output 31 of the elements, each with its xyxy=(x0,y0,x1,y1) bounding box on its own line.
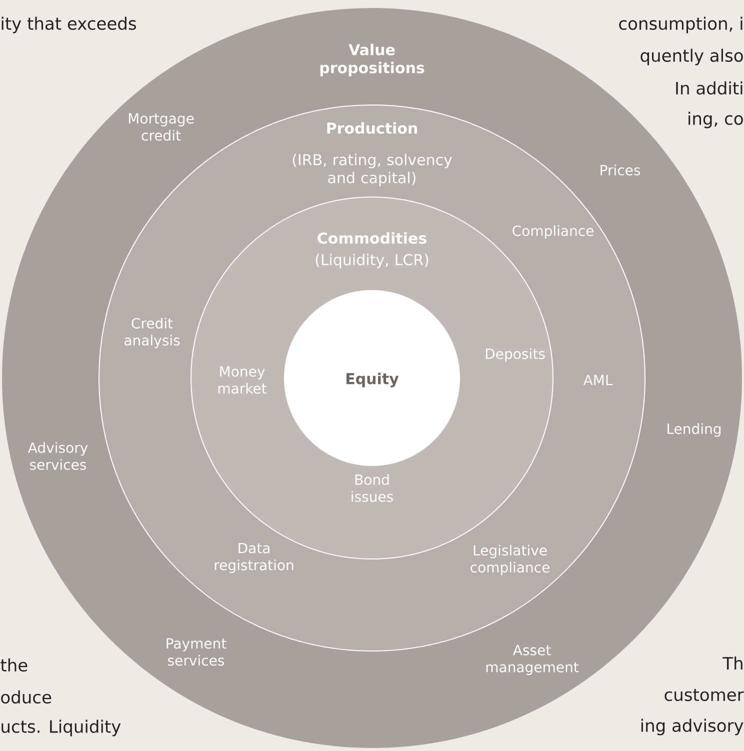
ring-label: Lending xyxy=(668,423,721,437)
text-fragment: Th xyxy=(722,656,742,670)
ring-title: Commodities xyxy=(318,232,426,244)
text-fragment: ucts. Liquidity xyxy=(2,720,121,736)
ring xyxy=(284,290,460,466)
ring-label: Money market xyxy=(218,366,267,394)
ring-label: AML xyxy=(583,374,613,386)
text-fragment: customer xyxy=(664,688,744,702)
ring-title: Equity xyxy=(346,372,399,388)
ring-subtitle: (IRB, rating, solvency and capital) xyxy=(292,154,452,186)
ring-title: Production xyxy=(327,122,417,134)
ring-label: Prices xyxy=(600,164,640,176)
text-fragment: consumption, i xyxy=(619,16,742,34)
text-fragment: ing advisory xyxy=(641,718,744,736)
text-fragment: quently also xyxy=(640,48,743,66)
ring-subtitle: (Liquidity, LCR) xyxy=(316,254,428,268)
ring-label: Legislative compliance xyxy=(470,544,550,576)
ring-label: Credit analysis xyxy=(124,318,180,348)
ring-label: Asset management xyxy=(486,644,579,676)
ring-title: Value propositions xyxy=(320,44,424,76)
ring-label: Compliance xyxy=(512,225,594,239)
ring-label: Payment services xyxy=(166,638,226,666)
text-fragment: the xyxy=(0,658,28,672)
ring-label: Advisory services xyxy=(28,442,88,470)
text-fragment: ity that exceeds xyxy=(2,16,136,34)
ring-label: Mortgage credit xyxy=(128,113,194,141)
text-fragment: oduce xyxy=(1,690,52,704)
text-fragment: In additi xyxy=(676,81,742,95)
ring-label: Deposits xyxy=(486,348,545,362)
text-fragment: ing, co xyxy=(688,112,743,128)
ring-label: Data registration xyxy=(214,542,294,574)
